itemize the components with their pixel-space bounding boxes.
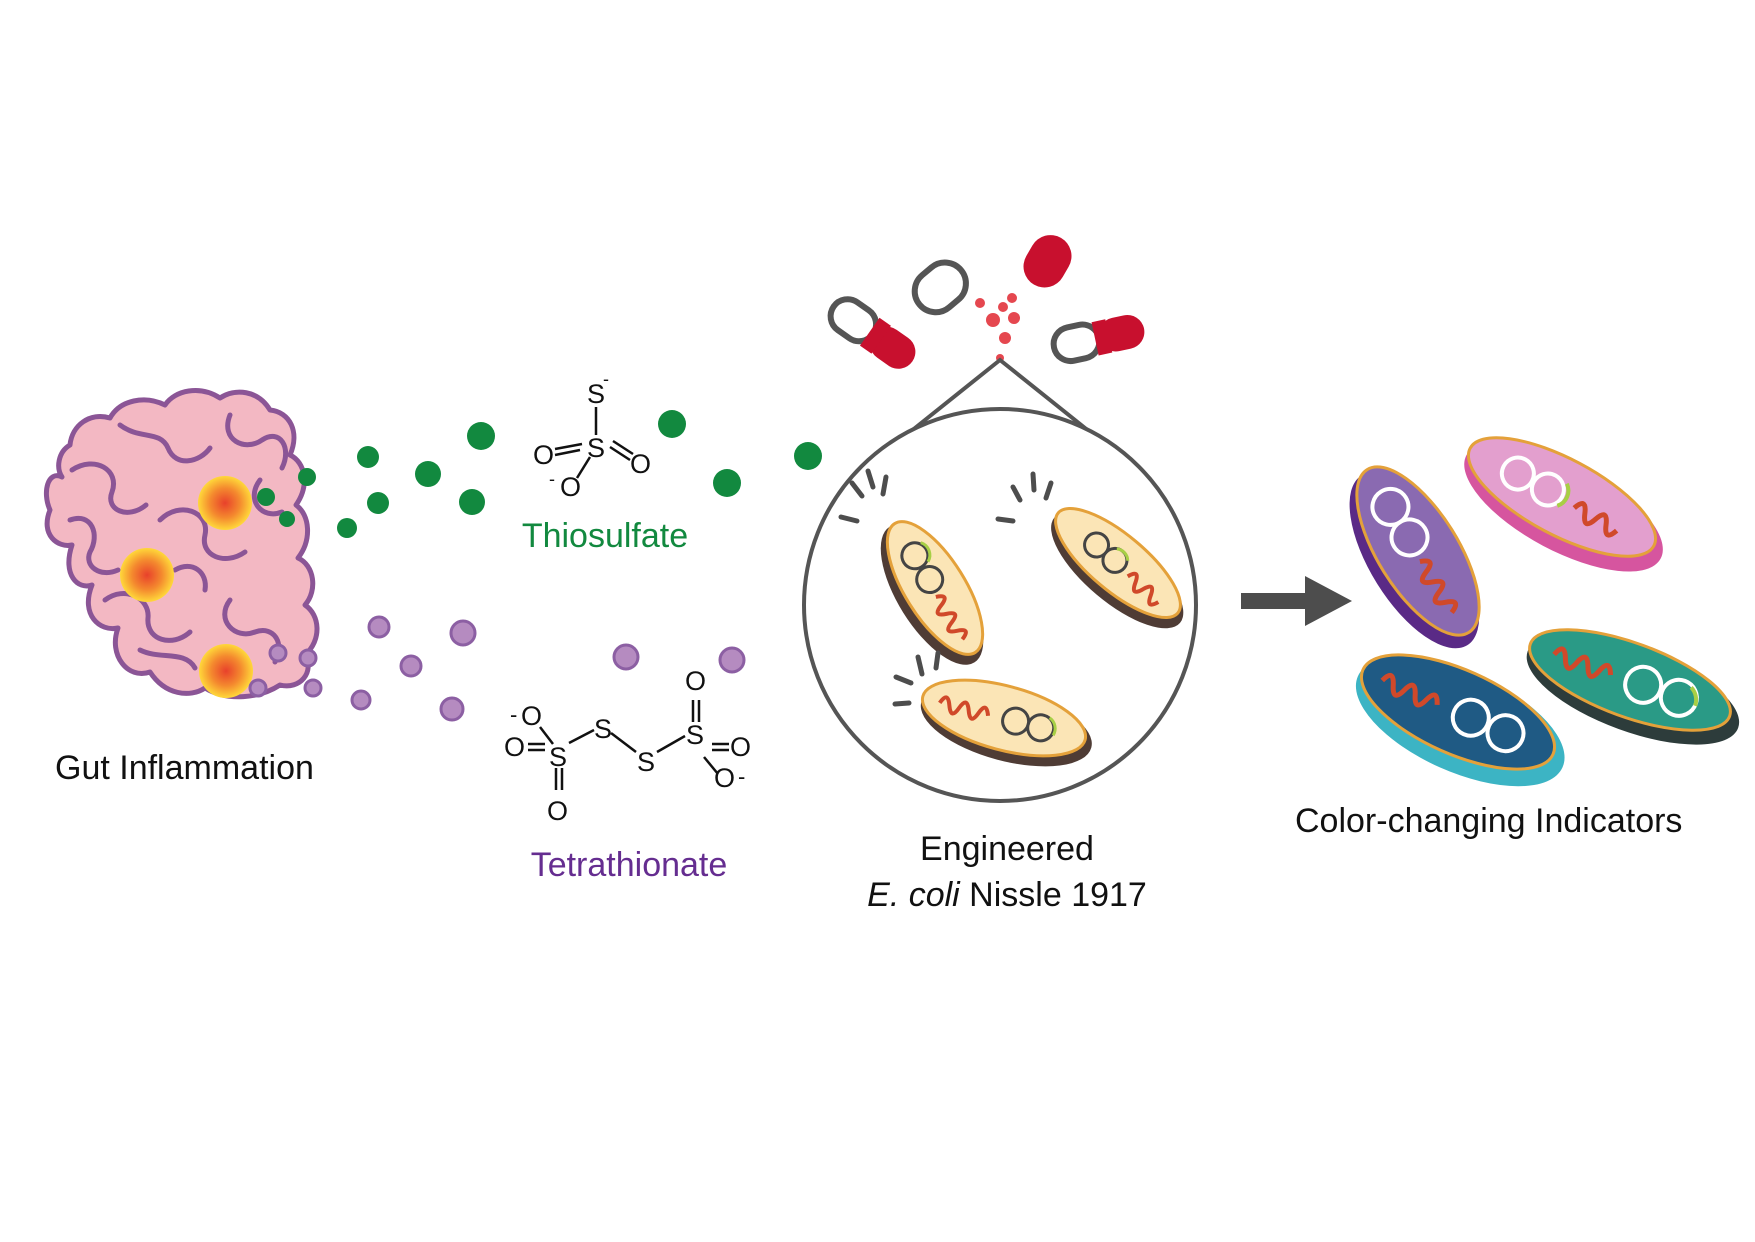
capsule-icon [827, 296, 916, 369]
inflammation-spot [198, 476, 252, 530]
signal-lines [892, 650, 941, 707]
gut-inflammation-label: Gut Inflammation [55, 749, 314, 787]
oxygen-atom-label: O [504, 732, 525, 762]
engineered-label: Engineered [920, 830, 1094, 868]
bacterium-icon [880, 520, 985, 665]
signal-lines [838, 468, 889, 524]
strain-label: E. coli Nissle 1917 [867, 876, 1147, 914]
capsule-icon [1023, 235, 1072, 288]
sulfur-atom-label: S [594, 714, 612, 744]
tetrathionate-label: Tetrathionate [531, 846, 728, 884]
charge-label: - [738, 764, 745, 789]
signal-lines [995, 471, 1054, 524]
bacterium-icon [1051, 506, 1184, 629]
oxygen-atom-label: O [630, 449, 651, 479]
sulfur-atom-label: S [549, 742, 567, 772]
right-arrow-icon [1241, 576, 1352, 626]
sulfur-atom-label: S [587, 379, 605, 409]
oxygen-atom-label: O [685, 666, 706, 696]
oxygen-atom-label: O [521, 701, 542, 731]
inflammation-spot [120, 548, 174, 602]
thiosulfate-structure: S - S O O O - [533, 369, 651, 502]
bacterium-icon [920, 678, 1092, 767]
sulfur-atom-label: S [587, 433, 605, 463]
bacterium-icon-purple [1349, 465, 1481, 649]
bacterium-icon-blue [1355, 653, 1565, 787]
tetrathionate-structure: - O O S O S S S O O O - [504, 666, 751, 826]
capsule-powder [975, 293, 1020, 362]
charge-label: - [549, 469, 555, 489]
oxygen-atom-label: O [714, 763, 735, 793]
indicators-label: Color-changing Indicators [1295, 802, 1683, 840]
species-name: E. coli [867, 876, 961, 914]
bacterium-icon-teal [1526, 628, 1740, 745]
oxygen-atom-label: O [547, 796, 568, 826]
bacterium-icon-pink [1464, 436, 1663, 572]
charge-label: - [510, 702, 517, 727]
oxygen-atom-label: O [730, 732, 751, 762]
oxygen-atom-label: O [533, 440, 554, 470]
sulfur-atom-label: S [686, 720, 704, 750]
capsule-icon [1050, 314, 1145, 365]
charge-label: - [603, 369, 609, 389]
oxygen-atom-label: O [560, 472, 581, 502]
capsule-icon [911, 259, 969, 316]
thiosulfate-label: Thiosulfate [522, 517, 688, 555]
inflammation-spot [199, 644, 253, 698]
sulfur-atom-label: S [637, 747, 655, 777]
intestine-icon [44, 388, 320, 700]
strain-name: Nissle 1917 [960, 876, 1147, 914]
